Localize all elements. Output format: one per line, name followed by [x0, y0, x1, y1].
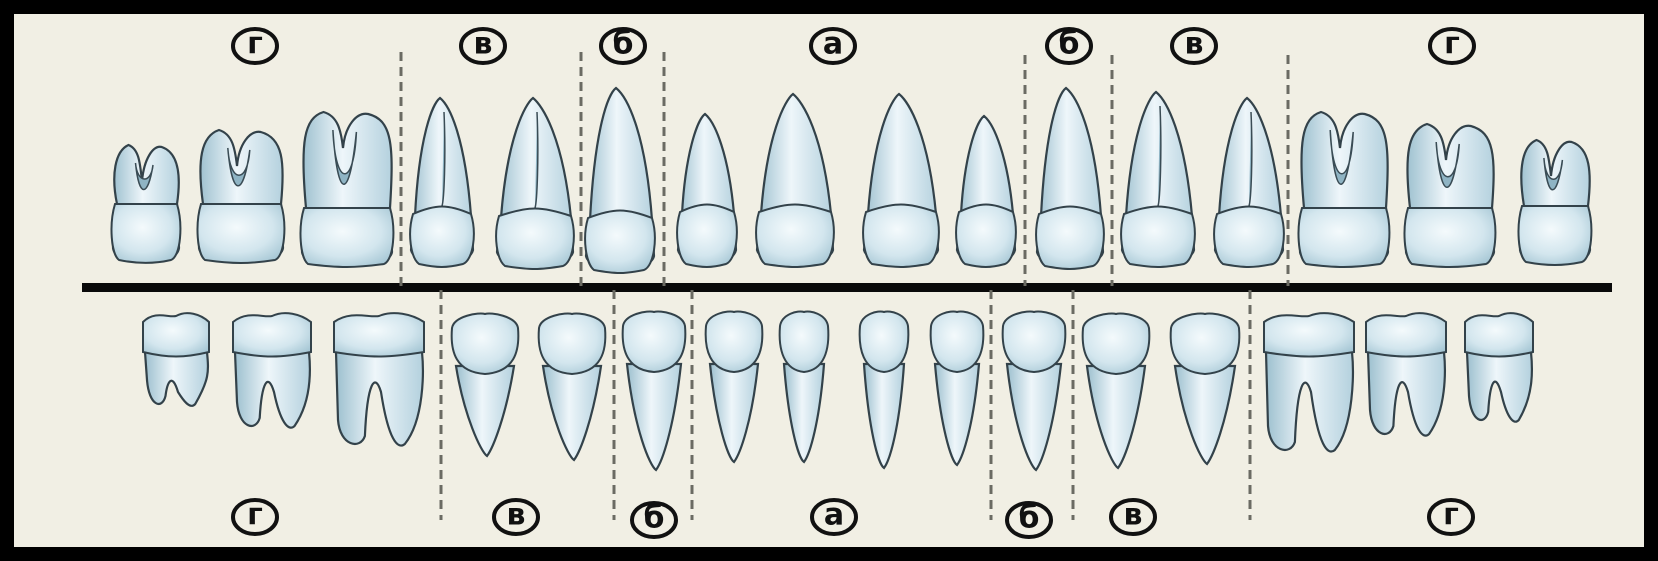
label-text: г [247, 27, 263, 62]
upper-canine [1036, 88, 1104, 269]
upper-molar-1 [301, 112, 394, 267]
label-text: в [507, 498, 526, 533]
label-text: г [247, 498, 263, 533]
label-top-b-right: б [1047, 27, 1091, 64]
label-text: а [823, 27, 843, 62]
lower-canine [1003, 312, 1066, 470]
lower-molar-1 [334, 313, 424, 445]
label-bottom-v-left: в [494, 498, 538, 535]
upper-incisor-central [756, 94, 834, 267]
occlusal-plane-line [82, 283, 1612, 292]
label-top-g-left: г [233, 27, 277, 64]
upper-teeth-row [112, 88, 1592, 273]
lower-incisor-central [780, 312, 829, 462]
label-bottom-b-left: б [632, 501, 676, 538]
upper-incisor-central [863, 94, 939, 267]
upper-premolar-1 [1121, 92, 1195, 267]
label-text: в [1124, 498, 1143, 533]
label-text: б [1059, 27, 1080, 62]
lower-molar-1 [1264, 313, 1354, 451]
label-bottom-g-right: г [1429, 498, 1473, 535]
lower-molar-3 [1465, 313, 1533, 422]
label-top-a: а [811, 27, 855, 64]
label-text: б [644, 501, 665, 536]
upper-molar-1 [1299, 112, 1390, 267]
label-top-v-left: в [461, 27, 505, 64]
upper-premolar-2 [1214, 98, 1284, 267]
lower-molar-2 [233, 313, 311, 428]
label-text: в [474, 27, 493, 62]
lower-incisor-lateral [706, 312, 763, 462]
lower-premolar-2 [452, 314, 519, 456]
lower-canine [623, 312, 686, 470]
lower-premolar-2 [1171, 314, 1240, 464]
label-bottom-v-right: в [1111, 498, 1155, 535]
upper-canine [585, 88, 655, 273]
lower-molar-2 [1366, 313, 1446, 436]
label-text: г [1443, 498, 1459, 533]
label-text: г [1444, 27, 1460, 62]
label-text: в [1185, 27, 1204, 62]
lower-premolar-1 [539, 314, 606, 460]
bottom-group-labels: г в б а б в г [233, 498, 1473, 538]
label-text: б [613, 27, 634, 62]
label-text: а [824, 498, 844, 533]
label-text: б [1019, 501, 1040, 536]
lower-molar-3 [143, 313, 209, 406]
label-bottom-a: а [812, 498, 856, 535]
lower-premolar-1 [1083, 314, 1150, 468]
upper-incisor-lateral [956, 116, 1016, 267]
upper-molar-2 [198, 130, 285, 263]
upper-molar-3 [1519, 140, 1592, 265]
upper-molar-2 [1405, 124, 1496, 267]
label-top-b-left: б [601, 27, 645, 64]
upper-molar-3 [112, 145, 181, 263]
lower-teeth-row [143, 312, 1533, 470]
lower-incisor-central [860, 312, 909, 468]
upper-premolar-1 [496, 98, 574, 269]
upper-premolar-2 [410, 98, 474, 267]
label-bottom-g-left: г [233, 498, 277, 535]
lower-incisor-lateral [931, 312, 984, 465]
label-top-v-right: в [1172, 27, 1216, 64]
upper-incisor-lateral [677, 114, 737, 267]
label-bottom-b-right: б [1007, 501, 1051, 538]
label-top-g-right: г [1430, 27, 1474, 64]
